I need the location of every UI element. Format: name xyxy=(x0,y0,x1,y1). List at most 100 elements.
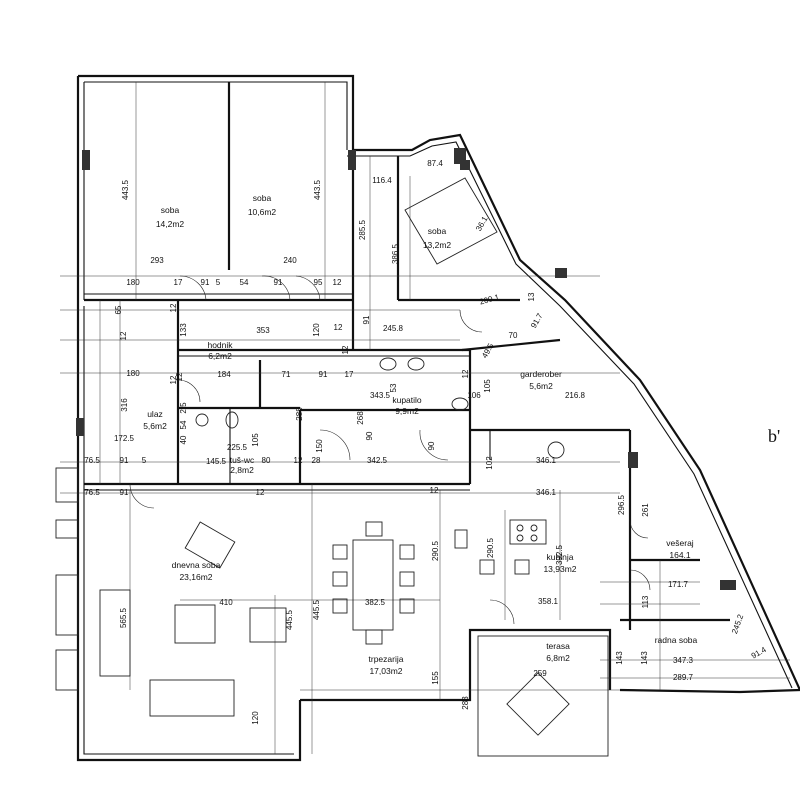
dimension-label: 184 xyxy=(217,370,231,379)
dimension-label: 71 xyxy=(282,370,291,379)
dimension-label: 13 xyxy=(527,292,536,301)
room-soba3-area: 13,2m2 xyxy=(423,240,452,250)
dimension-label: 2.5 xyxy=(179,402,188,414)
dimension-label: 90 xyxy=(427,441,436,450)
dimension-label: 443.5 xyxy=(121,179,130,200)
outer-walls xyxy=(76,74,800,762)
dimension-label: 12 xyxy=(169,303,178,312)
dimension-label: 12 xyxy=(430,486,439,495)
room-kuhinja-name: kuhinja xyxy=(547,552,574,562)
dimension-label: 343.5 xyxy=(370,391,391,400)
room-hodnik-area: 6,2m2 xyxy=(208,351,232,361)
window-hatches xyxy=(76,148,736,590)
dimension-label: 288 xyxy=(295,407,304,421)
dimension-label: 180 xyxy=(126,278,140,287)
room-tusvc-name: tuš-wc xyxy=(230,455,255,465)
dimension-label: 113 xyxy=(641,595,650,608)
dimension-label: 353 xyxy=(256,326,270,335)
dimension-label: 76.5 xyxy=(84,456,100,465)
dimension-lines xyxy=(60,82,790,754)
furniture xyxy=(55,177,609,757)
dimension-label: 106 xyxy=(467,391,481,400)
dimension-label: 346.1 xyxy=(536,456,557,465)
dimension-label: 133 xyxy=(179,323,188,337)
dimension-label: 95 xyxy=(314,278,323,287)
dimension-label: 12 xyxy=(169,375,178,384)
room-terasa-area: 6,8m2 xyxy=(546,653,570,663)
dimension-label: 180 xyxy=(126,369,140,378)
room-dnevna-area: 23,16m2 xyxy=(179,572,212,582)
dimension-label: 5 xyxy=(142,456,147,465)
dimension-label: 116.4 xyxy=(372,176,392,185)
room-soba3-name: soba xyxy=(428,226,447,236)
dimension-label: 91 xyxy=(274,278,283,287)
dimension-label: 70 xyxy=(509,331,518,340)
dimension-label: 91 xyxy=(362,315,371,324)
dimension-label: 91 xyxy=(120,456,129,465)
dimension-label: 347.3 xyxy=(673,656,694,665)
dimension-label: 76.5 xyxy=(84,488,100,497)
room-radna-name: radna soba xyxy=(655,635,698,645)
dimension-label: 445.5 xyxy=(285,609,294,630)
dimension-label: 240 xyxy=(283,256,297,265)
dimension-label: 12 xyxy=(333,278,342,287)
dimension-label: 49.5 xyxy=(480,341,496,359)
dimension-label: 150 xyxy=(315,439,324,453)
room-dnevna-name: dnevna soba xyxy=(172,560,221,570)
dimension-label: 90 xyxy=(365,431,374,440)
dimension-label: 105 xyxy=(483,379,492,393)
room-soba2-name: soba xyxy=(253,193,272,203)
dimension-label: 200.1 xyxy=(479,293,501,307)
dimension-label: 54 xyxy=(179,420,188,429)
dimension-label: 40 xyxy=(179,435,188,444)
dimension-label: 12 xyxy=(256,488,265,497)
dimension-label: 346.1 xyxy=(536,488,557,497)
dimension-label: 65 xyxy=(114,305,123,314)
dimension-label: 565.5 xyxy=(119,607,128,628)
dimension-label: 12 xyxy=(175,372,184,381)
dimension-label: 443.5 xyxy=(313,179,322,200)
dimension-label: 102 xyxy=(485,456,494,470)
dimension-label: 290.5 xyxy=(486,537,495,558)
room-veseraj-name: vešeraj xyxy=(666,538,694,548)
room-hodnik-name: hodnik xyxy=(207,340,233,350)
dimension-label: 358.1 xyxy=(538,597,559,606)
dimension-label: 28 xyxy=(312,456,321,465)
dimension-label: 171.7 xyxy=(668,580,689,589)
dimension-label: 283 xyxy=(461,696,470,710)
room-terasa-name: terasa xyxy=(546,641,570,651)
room-kupatilo-area: 9,9m2 xyxy=(395,406,419,416)
dimension-label: 245.2 xyxy=(730,613,745,635)
room-soba2-area: 10,6m2 xyxy=(248,207,277,217)
room-soba1-area: 14,2m2 xyxy=(156,219,185,229)
dimension-label: 87.4 xyxy=(427,159,443,168)
dimension-label: 285.5 xyxy=(358,219,367,240)
room-ulaz-name: ulaz xyxy=(147,409,163,419)
dimension-label: 445.5 xyxy=(312,599,321,620)
dimension-label: 143 xyxy=(640,651,649,665)
dimension-label: 91.4 xyxy=(750,645,768,661)
dimension-label: 386.5 xyxy=(391,243,400,264)
dimension-label: 53 xyxy=(389,383,398,392)
dimension-label: 80 xyxy=(262,456,271,465)
dimension-label: 155 xyxy=(431,671,440,685)
doors xyxy=(129,275,651,625)
room-labels: soba 14,2m2 soba 10,6m2 soba 13,2m2 hodn… xyxy=(143,193,697,676)
dimension-label: 17 xyxy=(345,370,354,379)
dimension-label: 91 xyxy=(120,488,129,497)
room-trpezarija-name: trpezarija xyxy=(369,654,404,664)
section-marker: b' xyxy=(768,426,780,446)
dimension-label: 54 xyxy=(240,278,249,287)
dimension-label: 12 xyxy=(341,345,350,354)
dimension-label: 225.5 xyxy=(227,443,248,452)
room-kupatilo-name: kupatilo xyxy=(392,395,422,405)
dimension-label: 289.7 xyxy=(673,673,694,682)
room-soba1-name: soba xyxy=(161,205,180,215)
room-trpezarija-area: 17,03m2 xyxy=(369,666,402,676)
dimension-label: 268 xyxy=(356,411,365,425)
dimension-label: 382.5 xyxy=(365,598,386,607)
dimension-label: 245.8 xyxy=(383,324,404,333)
room-kuhinja-area: 13,93m2 xyxy=(543,564,576,574)
room-tusvc-area: 2,8m2 xyxy=(230,465,254,475)
dimension-label: 296.5 xyxy=(617,494,626,515)
